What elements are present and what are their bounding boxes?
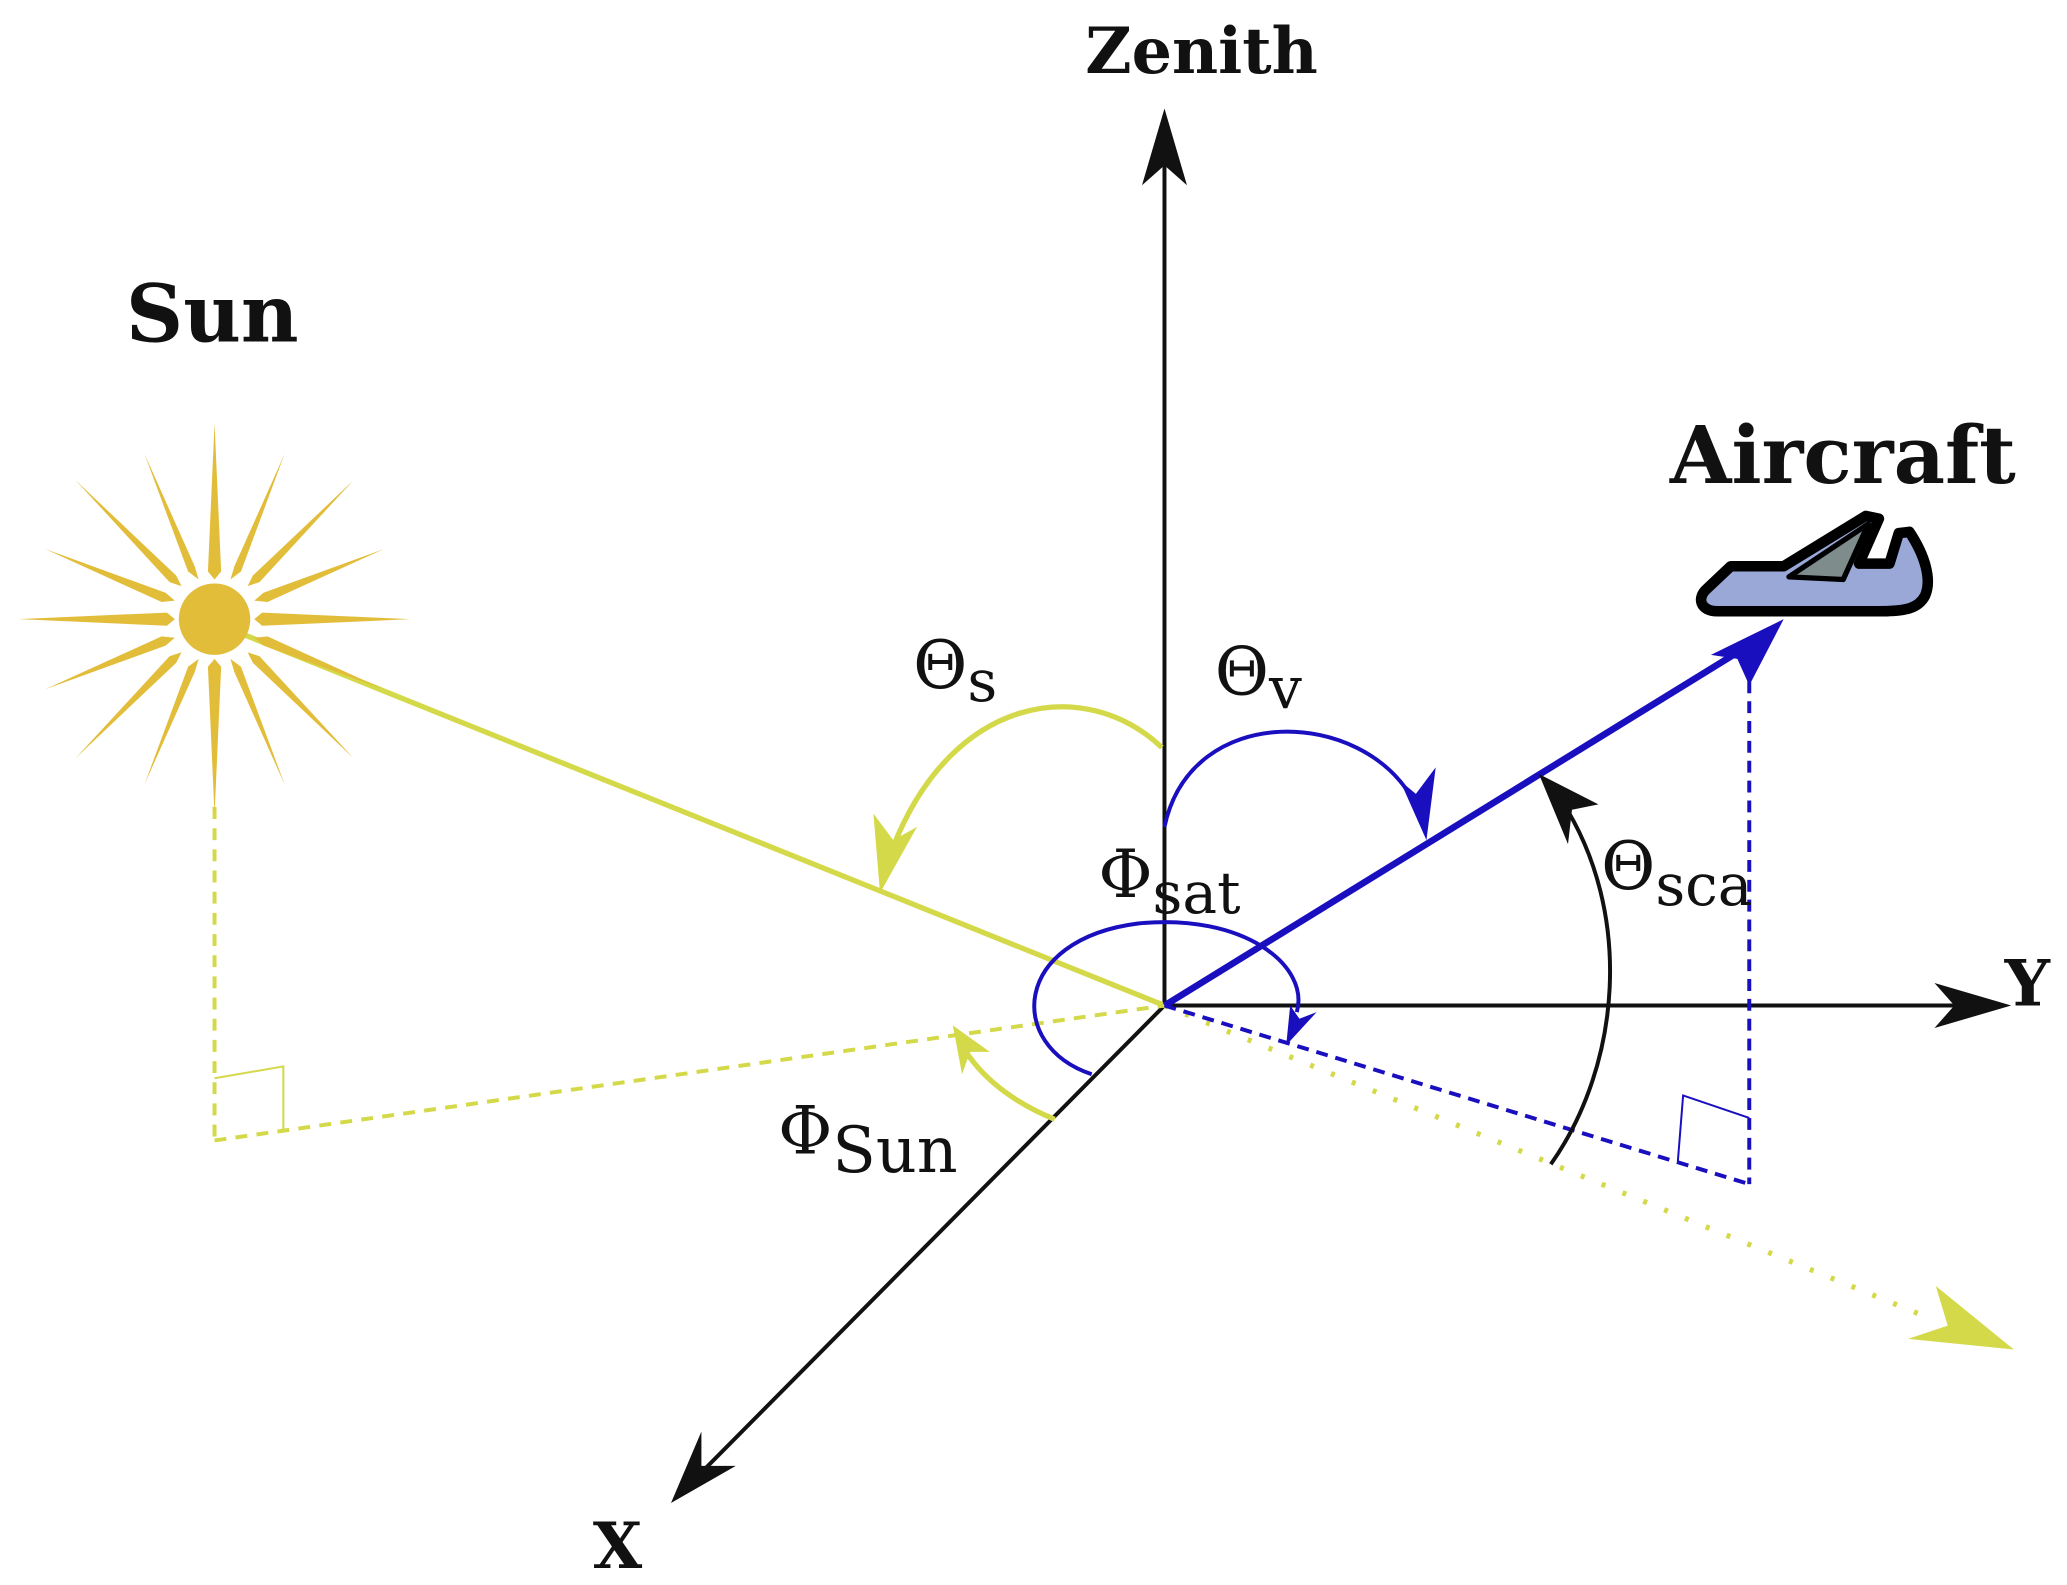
theta-s-symbol: Θ xyxy=(913,627,967,704)
sun-icon xyxy=(18,423,411,815)
phi-sat-label: Φsat xyxy=(1098,836,1240,927)
x-axis-label: X xyxy=(593,1508,643,1583)
theta-s-label: Θs xyxy=(913,627,997,715)
theta-sca-symbol: Θ xyxy=(1601,828,1655,905)
phi-sun-symbol: Φ xyxy=(778,1093,832,1170)
theta-sca-arc xyxy=(1538,773,1612,1166)
zenith-label: Zenith xyxy=(1085,13,1318,88)
theta-v-subscript: v xyxy=(1268,654,1302,722)
theta-s-arc xyxy=(873,704,1164,894)
x-axis xyxy=(670,1004,1166,1503)
y-axis xyxy=(1164,983,2012,1029)
zenith-axis xyxy=(1141,108,1187,1006)
phi-sun-label: ΦSun xyxy=(778,1093,958,1188)
aircraft-label: Aircraft xyxy=(1669,408,2016,502)
theta-v-label: Θv xyxy=(1215,634,1302,722)
sun-projection-lines xyxy=(212,807,2014,1350)
phi-sun-subscript: Sun xyxy=(832,1113,957,1187)
aircraft-icon xyxy=(1695,510,1934,617)
theta-v-arc xyxy=(1162,729,1436,841)
theta-s-subscript: s xyxy=(967,647,997,715)
phi-sat-subscript: sat xyxy=(1153,859,1241,927)
theta-v-symbol: Θ xyxy=(1215,634,1269,711)
sun-label: Sun xyxy=(126,266,299,360)
sun-ray-line xyxy=(237,629,1166,1008)
phi-sun-arc xyxy=(952,1025,1056,1122)
theta-sca-subscript: sca xyxy=(1655,851,1752,919)
view-projection-lines xyxy=(1163,681,1752,1187)
theta-sca-label: Θsca xyxy=(1601,828,1752,919)
phi-sat-arc xyxy=(1032,920,1317,1077)
y-axis-label: Y xyxy=(2004,946,2051,1021)
phi-sat-symbol: Φ xyxy=(1098,836,1152,913)
